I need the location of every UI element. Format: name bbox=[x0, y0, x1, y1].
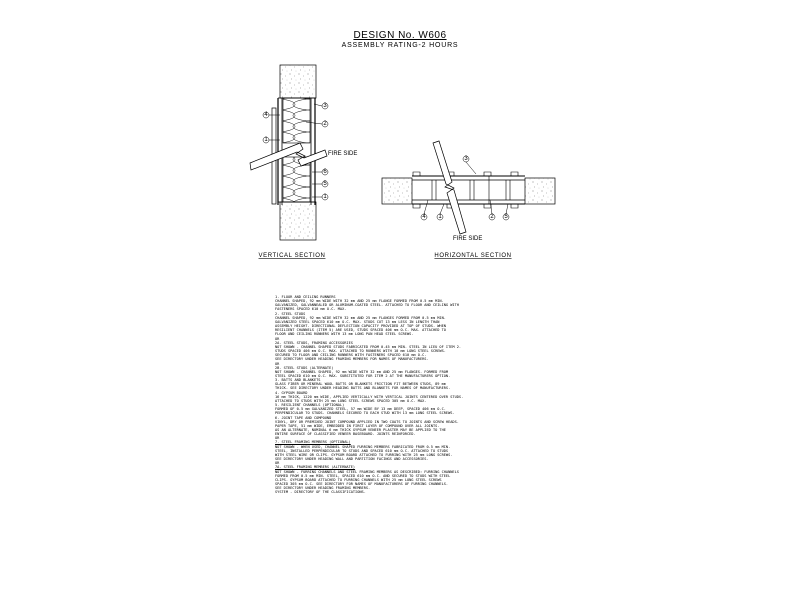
note-line: STEEL SPACED 610 mm O.C. MAX. SUBSTITUTE… bbox=[275, 373, 451, 378]
vertical-callout-4: 2 bbox=[323, 121, 327, 127]
horizontal-callout-5: 5 bbox=[504, 214, 508, 220]
note-line: SPACED 305 mm O.C. SEE DIRECTORY FOR NAM… bbox=[275, 482, 449, 487]
note-line: OR bbox=[275, 336, 280, 341]
note-line: GALVANIZED STEEL SPACED 610 mm O.C. MAX.… bbox=[275, 319, 440, 324]
note-line: OR bbox=[275, 361, 280, 366]
note-line: GLASS FIBER OR MINERAL WOOL BATTS OR BLA… bbox=[275, 382, 446, 387]
note-heading: 6. JOINT TAPE AND COMPOUND bbox=[275, 415, 332, 420]
note-line: AS AN ALTERNATE, NOMINAL 6 mm THICK GYPS… bbox=[275, 428, 446, 432]
note-line: VINYL, DRY OR PREMIXED JOINT COMPOUND AP… bbox=[275, 419, 459, 424]
note-line: GALVANIZED, GALVANNEALED OR ALUMINUM-COA… bbox=[275, 303, 459, 308]
note-line: PERPENDICULAR TO STUDS. CHANNELS SECURED… bbox=[275, 411, 455, 416]
note-line: FASTENERS SPACED 610 mm O.C. MAX. bbox=[275, 307, 347, 312]
left-wall-end bbox=[381, 177, 413, 205]
note-line: 2. STEEL STUDS bbox=[275, 311, 306, 316]
note-heading: 2B. STEEL STUDS (ALTERNATE) bbox=[275, 365, 334, 370]
note-line: ASSEMBLY HEIGHT. DIRECTIONAL DEFLECTION … bbox=[275, 324, 446, 329]
note-line: CLIPS. GYPSUM BOARD ATTACHED TO FURRING … bbox=[275, 477, 442, 482]
note-line: NOT SHOWN - FURRING CHANNELS AND STEEL F… bbox=[275, 469, 459, 474]
note-heading: 7A. STEEL FRAMING MEMBERS (ALTERNATE) bbox=[275, 465, 356, 470]
note-line: STEEL, INSTALLED PERPENDICULAR TO STUDS … bbox=[275, 448, 449, 453]
vertical-callout-3: 3 bbox=[323, 103, 327, 109]
note-line: OR bbox=[275, 436, 280, 441]
note-line: STUDS SPACED 406 mm O.C. MAX. ATTACHED T… bbox=[275, 349, 446, 354]
note-line: SYSTEM - DIRECTORY OF THE CLASSIFICATION… bbox=[275, 490, 366, 495]
vertical-section: 4 1 3 2 6 5 1 FIRE SIDE VERTICAL SECTION bbox=[249, 64, 357, 259]
vertical-callout-6: 5 bbox=[323, 181, 327, 187]
note-line: OR bbox=[275, 461, 280, 466]
note-line: ATTACHED TO STUDS WITH 25 mm LONG STEEL … bbox=[275, 398, 427, 403]
note-line: CHANNEL SHAPED, 92 mm WIDE WITH 32 mm AN… bbox=[275, 315, 446, 320]
note-heading: 3. BATTS AND BLANKETS bbox=[275, 378, 321, 383]
note-line: PAPER TAPE, 51 mm WIDE, EMBEDDED IN FIRS… bbox=[275, 423, 440, 428]
note-line: CHANNEL SHAPED, 92 mm WIDE WITH 32 mm AN… bbox=[275, 299, 444, 304]
note-line: SECURED TO FLOOR AND CEILING RUNNERS WIT… bbox=[275, 353, 427, 358]
horizontal-callout-4: 2 bbox=[490, 214, 494, 220]
note-line: FORMED FROM 0.5 mm MIN. STEEL, SPACED 61… bbox=[275, 473, 451, 478]
horizontal-callout-3: 1 bbox=[438, 214, 442, 220]
vertical-callout-7: 1 bbox=[323, 194, 327, 200]
design-title: DESIGN No. W606 bbox=[353, 30, 447, 41]
note-line: NOT SHOWN - WHEN USED, CHANNEL SHAPED FU… bbox=[275, 444, 451, 449]
vertical-callout-5: 6 bbox=[323, 169, 327, 175]
ceiling-slab bbox=[279, 64, 317, 99]
note-line: FORMED OF 0.5 mm GALVANIZED STEEL, 57 mm… bbox=[275, 407, 446, 412]
note-line: 16 mm THICK, 1220 mm WIDE, APPLIED VERTI… bbox=[275, 394, 464, 399]
note-heading: 4. GYPSUM BOARD bbox=[275, 390, 308, 395]
vertical-callouts bbox=[262, 102, 329, 201]
note-line: ENTIRE SURFACE OF CLASSIFIED VENEER BASE… bbox=[275, 432, 416, 437]
horizontal-fire-side-label: FIRE SIDE bbox=[453, 236, 482, 242]
vertical-callout-1: 4 bbox=[264, 112, 268, 118]
vertical-callout-2: 1 bbox=[264, 137, 268, 143]
horizontal-section-caption: HORIZONTAL SECTION bbox=[434, 253, 511, 259]
note-heading: 5. RESILIENT CHANNELS (OPTIONAL) bbox=[275, 403, 345, 408]
horizontal-break-line bbox=[432, 140, 467, 235]
note-line: WITH STEEL WIRE OR CLIPS. GYPSUM BOARD A… bbox=[275, 452, 453, 457]
horizontal-callout-2: 4 bbox=[422, 214, 426, 220]
note-line: THICK. SEE DIRECTORY UNDER HEADING BATTS… bbox=[275, 386, 451, 391]
horizontal-section: 3 4 1 2 5 FIRE SIDE HORIZONTAL SECTION bbox=[381, 140, 556, 259]
horizontal-callout-1: 3 bbox=[464, 156, 468, 162]
note-heading: 1. FLOOR AND CEILING RUNNERS bbox=[275, 295, 336, 299]
right-wall-end bbox=[524, 177, 556, 205]
note-line: SEE DIRECTORY UNDER HEADING FRAMING MEMB… bbox=[275, 486, 371, 491]
vertical-section-caption: VERTICAL SECTION bbox=[259, 253, 326, 259]
assembly-rating: ASSEMBLY RATING-2 HOURS bbox=[341, 42, 459, 49]
note-heading: 7. STEEL FRAMING MEMBERS (OPTIONAL) bbox=[275, 440, 351, 445]
note-line: FLOOR AND CEILING RUNNERS WITH 13 mm LON… bbox=[275, 332, 414, 337]
break-line bbox=[249, 142, 328, 171]
vertical-fire-side-label: FIRE SIDE bbox=[328, 151, 357, 157]
note-line: NOT SHOWN - CHANNEL SHAPED STUDS FABRICA… bbox=[275, 344, 462, 349]
horizontal-callouts bbox=[420, 155, 510, 221]
floor-slab bbox=[279, 201, 317, 241]
note-heading: 2A. STEEL STUDS, FRAMING ACCESSORIES bbox=[275, 340, 353, 345]
note-line: SEE DIRECTORY UNDER HEADING FRAMING MEMB… bbox=[275, 357, 429, 362]
note-line: RESILIENT CHANNELS (ITEM 5) ARE USED, ST… bbox=[275, 328, 446, 333]
insulation-upper bbox=[282, 97, 311, 144]
note-line: NOT SHOWN - CHANNEL SHAPED, 92 mm WIDE W… bbox=[275, 369, 449, 374]
note-line: SEE DIRECTORY UNDER HEADING WALL AND PAR… bbox=[275, 457, 429, 462]
